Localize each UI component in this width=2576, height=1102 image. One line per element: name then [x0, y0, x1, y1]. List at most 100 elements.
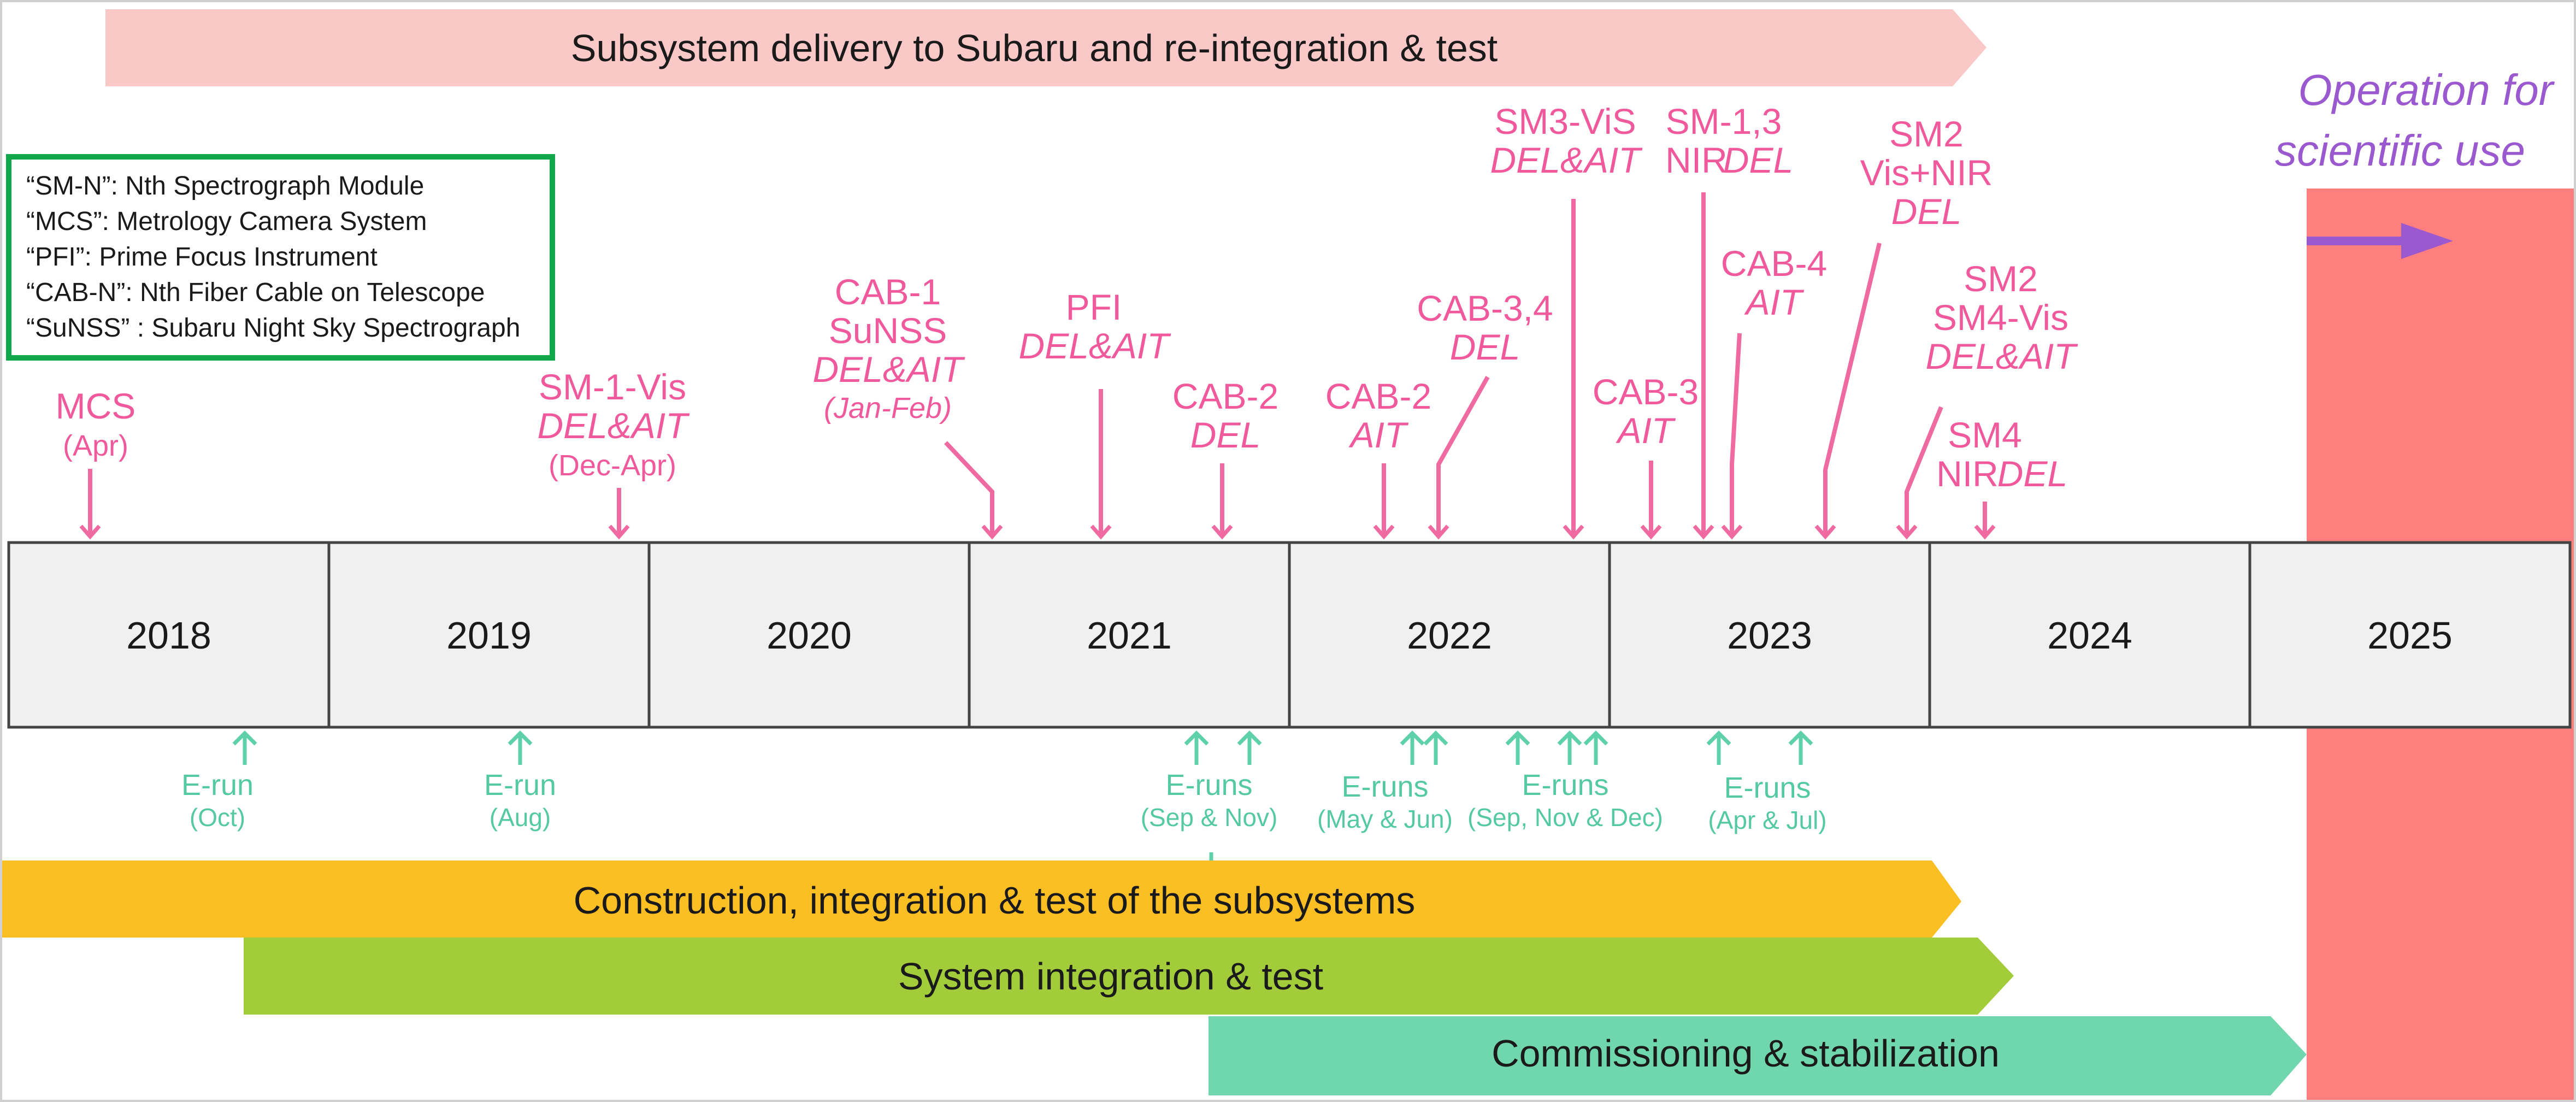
milestone-tag: DEL	[1450, 327, 1520, 367]
arrow-up-icon	[1505, 730, 1530, 765]
milestone-title: NIR	[1665, 140, 1728, 180]
milestone-title: MCS	[56, 386, 136, 426]
milestone-tag: DEL&AIT	[1018, 326, 1171, 366]
commissioning-band: Commissioning & stabilization	[1209, 1016, 2307, 1095]
subsystem-delivery-band: Subsystem delivery to Subaru and re-inte…	[105, 9, 1986, 86]
milestone-cab2-ait: CAB-2 AIT	[1325, 376, 1431, 540]
milestone-sm2-visnir: SM2 Vis+NIR DEL	[1814, 114, 1993, 540]
erun-2019: E-run (Aug)	[484, 730, 556, 832]
legend-item: “SuNSS” : Subaru Night Sky Spectrograph	[26, 314, 520, 343]
eruns-2023: E-runs (Apr & Jul)	[1706, 730, 1827, 834]
erun-date: (Sep, Nov & Dec)	[1467, 803, 1663, 832]
milestone-title: SM-1-Vis	[539, 367, 686, 407]
arrow-up-icon	[232, 730, 257, 765]
erun-label: E-run	[181, 769, 254, 802]
milestone-cab1-sunss: CAB-1 SuNSS DEL&AIT (Jan-Feb)	[812, 272, 1003, 540]
milestone-sm13-nir: SM-1,3 NIR DEL	[1665, 101, 1793, 540]
arrow-up-icon	[508, 730, 533, 765]
legend-item: “SM-N”: Nth Spectrograph Module	[26, 172, 424, 201]
operation-label-line1: Operation for	[2298, 66, 2555, 114]
milestone-cab2-del: CAB-2 DEL	[1172, 376, 1278, 540]
milestone-cab3-ait: CAB-3 AIT	[1593, 372, 1699, 540]
milestone-date: (Apr)	[63, 429, 128, 462]
milestone-tag: DEL&AIT	[1490, 140, 1643, 180]
arrow-up-icon	[1583, 730, 1608, 765]
milestone-title: SM4	[1948, 415, 2022, 455]
integration-band: System integration & test	[244, 938, 2014, 1015]
erun-label: E-run	[484, 769, 556, 802]
erun-date: (Sep & Nov)	[1141, 803, 1278, 832]
year-label-2023: 2023	[1727, 614, 1812, 657]
erun-label: E-runs	[1522, 769, 1608, 802]
construction-label: Construction, integration & test of the …	[574, 879, 1416, 922]
milestone-cab34-del: CAB-3,4 DEL	[1417, 288, 1553, 540]
year-strip: 2018 2019 2020 2021 2022 2023 2024 2025	[7, 541, 2572, 729]
arrow-up-icon	[1557, 730, 1582, 765]
milestone-tag: DEL	[1190, 415, 1260, 455]
subsystem-delivery-label: Subsystem delivery to Subaru and re-inte…	[571, 27, 1498, 69]
milestone-sm1-vis: SM-1-Vis DEL&AIT (Dec-Apr)	[537, 367, 690, 540]
milestone-sm4-nir: SM4 NIR DEL	[1936, 415, 2067, 540]
operation-arrow-icon	[2307, 223, 2453, 259]
erun-label: E-runs	[1341, 770, 1428, 803]
milestone-tag: AIT	[1616, 410, 1676, 451]
milestone-title: SM2	[1889, 114, 1964, 154]
eruns-2021: E-runs (Sep & Nov)	[1141, 730, 1278, 863]
arrow-up-icon	[1423, 730, 1448, 765]
year-label-2025: 2025	[2367, 614, 2453, 657]
operation-label-line2: scientific use	[2275, 126, 2525, 175]
milestone-pfi: PFI DEL&AIT	[1018, 287, 1171, 540]
milestone-title: SM3-ViS	[1494, 101, 1636, 142]
integration-label: System integration & test	[898, 955, 1323, 998]
arrow-up-icon	[1400, 730, 1425, 765]
construction-band: Construction, integration & test of the …	[0, 861, 1961, 938]
year-cell-2019	[327, 541, 651, 729]
erun-2018: E-run (Oct)	[181, 730, 257, 832]
year-label-2020: 2020	[767, 614, 852, 657]
milestone-date: (Dec-Apr)	[549, 449, 676, 482]
arrow-up-icon	[1706, 730, 1731, 765]
year-cell-2018	[7, 541, 331, 729]
year-label-2019: 2019	[446, 614, 532, 657]
year-cell-2025	[2248, 541, 2572, 729]
eruns-2022b: E-runs (Sep, Nov & Dec)	[1467, 730, 1663, 832]
milestone-sm2-sm4vis: SM2 SM4-Vis DEL&AIT	[1896, 258, 2078, 540]
year-cell-2021	[968, 541, 1291, 729]
milestone-tag: DEL&AIT	[812, 349, 965, 390]
milestone-title: CAB-2	[1172, 376, 1278, 416]
erun-date: (Apr & Jul)	[1708, 806, 1826, 834]
milestone-tag: DEL	[1723, 140, 1793, 180]
erun-label: E-runs	[1724, 771, 1811, 804]
milestone-title: Vis+NIR	[1860, 152, 1993, 193]
erun-label: E-runs	[1165, 769, 1252, 802]
milestone-tag: DEL	[1997, 453, 2067, 494]
milestone-sm3-vis: SM3-ViS DEL&AIT	[1490, 101, 1643, 540]
year-label-2018: 2018	[126, 614, 211, 657]
milestone-title: SuNSS	[829, 310, 947, 351]
milestone-tag: DEL&AIT	[1925, 336, 2078, 376]
milestone-cab4-ait: CAB-4 AIT	[1721, 243, 1827, 540]
milestone-title: CAB-2	[1325, 376, 1431, 416]
milestone-title: CAB-3	[1593, 372, 1699, 412]
arrow-up-icon	[1788, 730, 1813, 765]
milestone-title: SM2	[1964, 258, 2038, 299]
year-label-2022: 2022	[1407, 614, 1492, 657]
year-cell-2020	[647, 541, 971, 729]
milestone-title: CAB-4	[1721, 243, 1827, 284]
erun-date: (Oct)	[190, 803, 245, 832]
legend-item: “MCS”: Metrology Camera System	[26, 207, 427, 236]
milestone-title: SM-1,3	[1666, 101, 1782, 142]
year-cell-2023	[1608, 541, 1931, 729]
year-cell-2022	[1288, 541, 1611, 729]
milestone-tag: AIT	[1348, 415, 1409, 455]
legend-item: “PFI”: Prime Focus Instrument	[26, 243, 378, 272]
milestone-title: CAB-3,4	[1417, 288, 1553, 328]
year-label-2024: 2024	[2047, 614, 2132, 657]
year-label-2021: 2021	[1087, 614, 1172, 657]
milestone-tag: AIT	[1744, 282, 1805, 322]
milestone-date: (Jan-Feb)	[824, 392, 952, 425]
milestone-mcs: MCS (Apr)	[56, 386, 136, 540]
milestone-tag: DEL	[1891, 191, 1961, 232]
milestone-title: NIR	[1936, 453, 1999, 494]
